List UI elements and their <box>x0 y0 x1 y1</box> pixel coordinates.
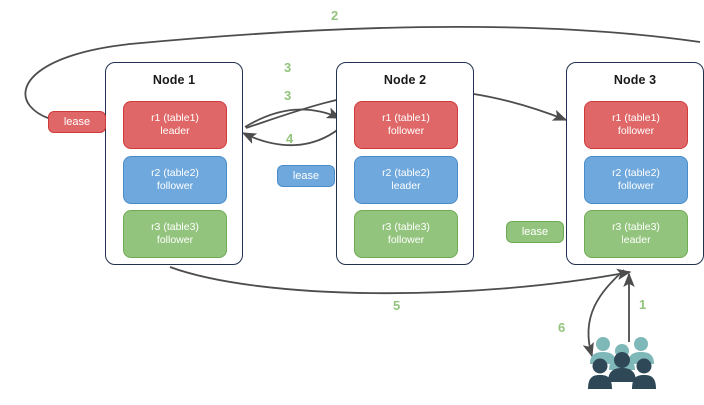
node-1-replica-r3[interactable]: r3 (table3) follower <box>123 210 227 258</box>
step-label-1: 1 <box>639 297 647 312</box>
replica-role: leader <box>160 125 190 137</box>
arrow-step-3-lower <box>244 107 342 128</box>
lease-box-blue[interactable]: lease <box>277 165 335 187</box>
node-2-title: Node 2 <box>383 73 427 87</box>
node-2-replica-r3[interactable]: r3 (table3) follower <box>354 210 458 258</box>
replica-name: r2 (table2) <box>151 167 199 179</box>
step-label-2: 2 <box>331 8 339 23</box>
node-1-container[interactable]: Node 1 r1 (table1) leader r2 (table2) fo… <box>105 62 243 265</box>
replica-role: follower <box>617 180 655 192</box>
node-1-replica-r1[interactable]: r1 (table1) leader <box>123 101 227 149</box>
node-2-container[interactable]: Node 2 r1 (table1) follower r2 (table2) … <box>336 62 474 265</box>
node-1-title: Node 1 <box>152 73 196 87</box>
node-1-replica-r2[interactable]: r2 (table2) follower <box>123 156 227 204</box>
step-label-6: 6 <box>558 320 566 335</box>
replica-role: follower <box>387 234 425 246</box>
lease-box-green[interactable]: lease <box>506 221 564 243</box>
replica-name: r3 (table3) <box>382 221 430 233</box>
node-3-replica-r3[interactable]: r3 (table3) leader <box>584 210 688 258</box>
step-label-3-upper: 3 <box>284 60 292 75</box>
replica-name: r1 (table1) <box>382 112 430 124</box>
lease-box-red[interactable]: lease <box>48 111 106 133</box>
replica-role: leader <box>391 180 421 192</box>
node-3-replica-r1[interactable]: r1 (table1) follower <box>584 101 688 149</box>
step-label-4: 4 <box>286 131 294 146</box>
node-2-replica-r2[interactable]: r2 (table2) leader <box>354 156 458 204</box>
step-label-5: 5 <box>393 298 401 313</box>
replica-name: r2 (table2) <box>382 167 430 179</box>
replica-role: follower <box>156 180 194 192</box>
users-icon <box>588 337 656 389</box>
replica-name: r3 (table3) <box>151 221 199 233</box>
node-3-container[interactable]: Node 3 r1 (table1) follower r2 (table2) … <box>566 62 704 265</box>
replica-role: follower <box>387 125 425 137</box>
node-3-replica-r2[interactable]: r2 (table2) follower <box>584 156 688 204</box>
replica-role: follower <box>156 234 194 246</box>
replica-name: r1 (table1) <box>612 112 660 124</box>
replica-role: leader <box>621 234 651 246</box>
replica-name: r2 (table2) <box>612 167 660 179</box>
node-3-title: Node 3 <box>613 73 657 87</box>
replica-name: r1 (table1) <box>151 112 199 124</box>
node-2-replica-r1[interactable]: r1 (table1) follower <box>354 101 458 149</box>
replica-name: r3 (table3) <box>612 221 660 233</box>
arrow-step-5 <box>169 266 632 295</box>
step-label-3-lower: 3 <box>284 88 292 103</box>
replica-role: follower <box>617 125 655 137</box>
